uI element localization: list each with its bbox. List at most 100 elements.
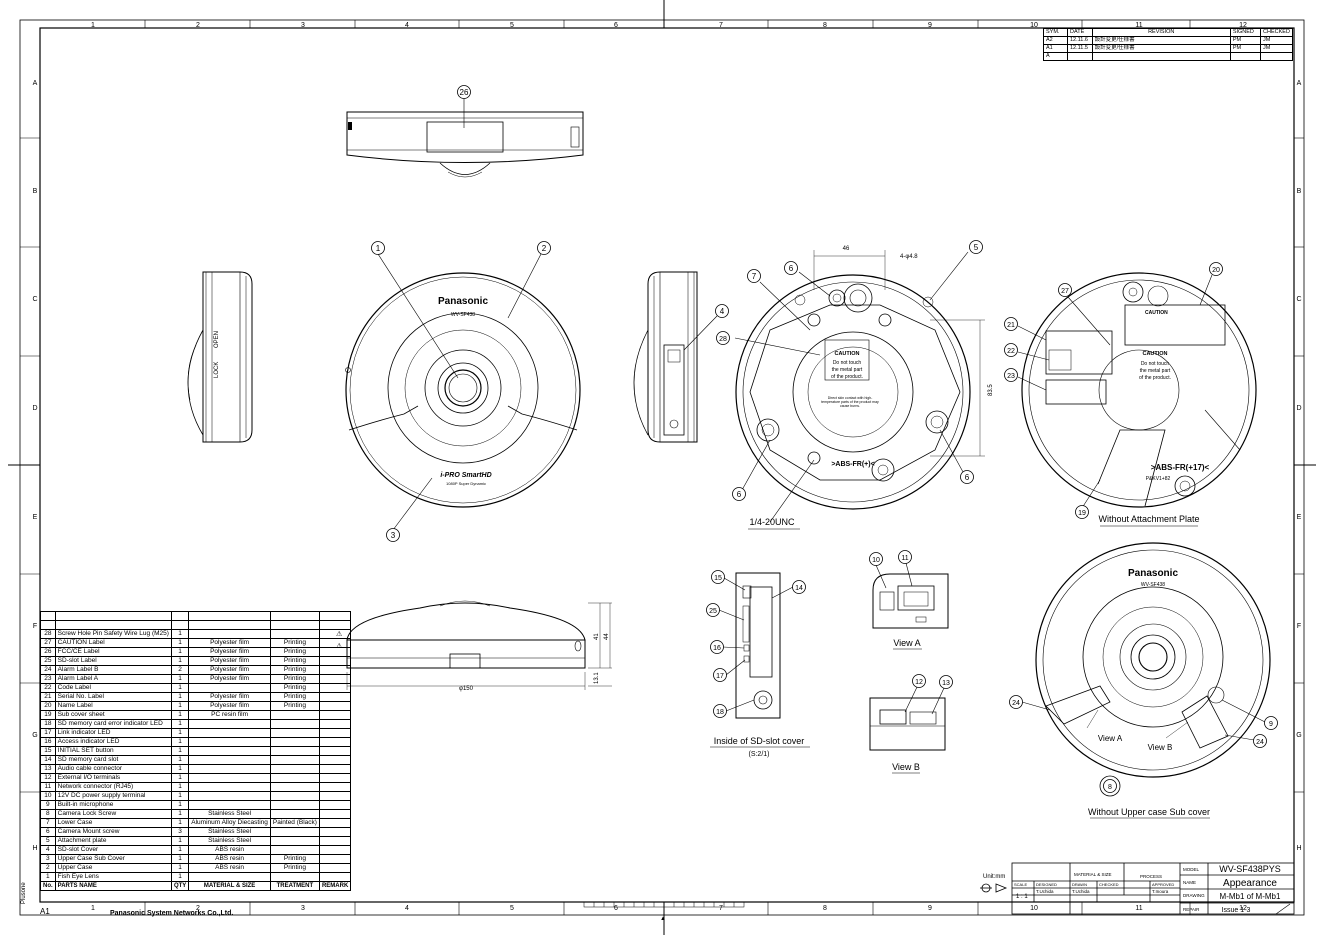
part-no: 8 — [40, 809, 56, 819]
svg-text:9: 9 — [1269, 721, 1273, 728]
part-no: 24 — [40, 665, 56, 675]
part-name: SD memory card error indicator LED — [54, 719, 172, 729]
svg-text:22: 22 — [1007, 348, 1015, 355]
part-treatment: Printing — [269, 701, 320, 711]
part-treatment: Printing — [269, 647, 320, 657]
part-treatment: Printing — [269, 638, 320, 648]
part-qty: 1 — [170, 863, 190, 873]
grid-col-label: 7 — [719, 22, 723, 29]
part-material — [188, 719, 271, 729]
part-name: Network connector (RJ45) — [54, 782, 172, 792]
revision-table: SYM. DATE REVISION SIGNED CHECKED A2 12.… — [1043, 28, 1293, 61]
part-qty: 1 — [170, 692, 190, 702]
part-name: Fish Eye Lens — [54, 872, 172, 882]
part-name: SD-slot Cover — [54, 845, 172, 855]
rev-desc: 設計変更/仕様書 — [1091, 36, 1231, 45]
svg-text:21: 21 — [1007, 322, 1015, 329]
upper-view-a-mark: View A — [1098, 734, 1123, 743]
part-material: Stainless Steel — [188, 809, 271, 819]
part-qty: 1 — [170, 854, 190, 864]
scale-label: SCALE — [1014, 882, 1027, 887]
dim-44: 44 — [604, 633, 610, 640]
svg-text:3: 3 — [391, 531, 396, 540]
unit-label: Unit:mm — [983, 874, 1005, 880]
view-a-label: View A — [893, 638, 920, 648]
part-treatment — [269, 827, 320, 837]
part-material — [188, 773, 271, 783]
callout-3: 3 — [386, 528, 400, 542]
part-remark — [318, 854, 352, 864]
part-no: 2 — [40, 863, 56, 873]
part-treatment — [269, 746, 320, 756]
grid-col-label: 1 — [91, 905, 95, 912]
part-qty: 1 — [170, 755, 190, 765]
parts-blank-cell — [40, 611, 56, 621]
callout-20: 20 — [1209, 262, 1223, 276]
thread-label: 1/4-20UNC — [749, 517, 795, 527]
ring-mark: i-PRO SmartHD — [440, 472, 491, 479]
revision-row: A2 12.11.6 設計変更/仕様書 PM JM — [1043, 36, 1293, 45]
part-material: Polyester film — [188, 701, 271, 711]
parts-blank-row — [40, 620, 352, 630]
part-name: Camera Lock Screw — [54, 809, 172, 819]
callout-11: 11 — [898, 550, 912, 564]
sheet-size: A1 — [40, 907, 50, 916]
view-a — [872, 562, 949, 629]
parts-blank-cell — [318, 620, 352, 630]
part-qty: 1 — [170, 845, 190, 855]
part-treatment — [269, 719, 320, 729]
part-treatment: Printing — [269, 665, 320, 675]
grid-col-label: 1 — [91, 22, 95, 29]
parts-blank-row — [40, 611, 352, 621]
part-name: Attachment plate — [54, 836, 172, 846]
part-remark — [318, 746, 352, 756]
part-no: 28 — [40, 629, 56, 639]
view-b-label: View B — [892, 762, 920, 772]
part-material — [188, 737, 271, 747]
grid-col-label: 5 — [510, 22, 514, 29]
part-qty: 1 — [170, 638, 190, 648]
part-name: Camera Mount screw — [54, 827, 172, 837]
part-name: Code Label — [54, 683, 172, 693]
part-treatment — [269, 755, 320, 765]
part-treatment: Painted (Black) — [269, 818, 320, 828]
process-label: PROCESS — [1140, 874, 1162, 879]
part-treatment — [269, 782, 320, 792]
svg-text:16: 16 — [713, 645, 721, 652]
plate-caution-title: CAUTION — [1142, 351, 1167, 357]
part-qty: 1 — [170, 719, 190, 729]
part-qty: 1 — [170, 728, 190, 738]
part-name: Sub cover sheet — [54, 710, 172, 720]
callout-6-right: 6 — [960, 470, 974, 484]
part-treatment — [269, 710, 320, 720]
part-no: 22 — [40, 683, 56, 693]
part-material: PC resin film — [188, 710, 271, 720]
parts-header-part-qty: QTY — [170, 881, 190, 891]
callout-18: 18 — [713, 704, 727, 718]
part-remark — [318, 791, 352, 801]
designed-label: DESIGNED — [1036, 882, 1057, 887]
part-treatment — [269, 728, 320, 738]
issue-label: REPAIR — [1183, 907, 1200, 912]
rev-date — [1066, 52, 1093, 61]
part-material — [188, 791, 271, 801]
part-remark — [318, 683, 352, 693]
grid-col-label: 4 — [405, 22, 409, 29]
name-label-mark: CAUTION — [1145, 310, 1168, 316]
grid-row-label: C — [32, 296, 37, 303]
part-remark — [318, 647, 352, 657]
upper-case-view — [1021, 542, 1271, 797]
grid-row-label: F — [33, 623, 37, 630]
svg-text:24: 24 — [1012, 700, 1020, 707]
part-remark — [318, 674, 352, 684]
part-qty: 1 — [170, 809, 190, 819]
